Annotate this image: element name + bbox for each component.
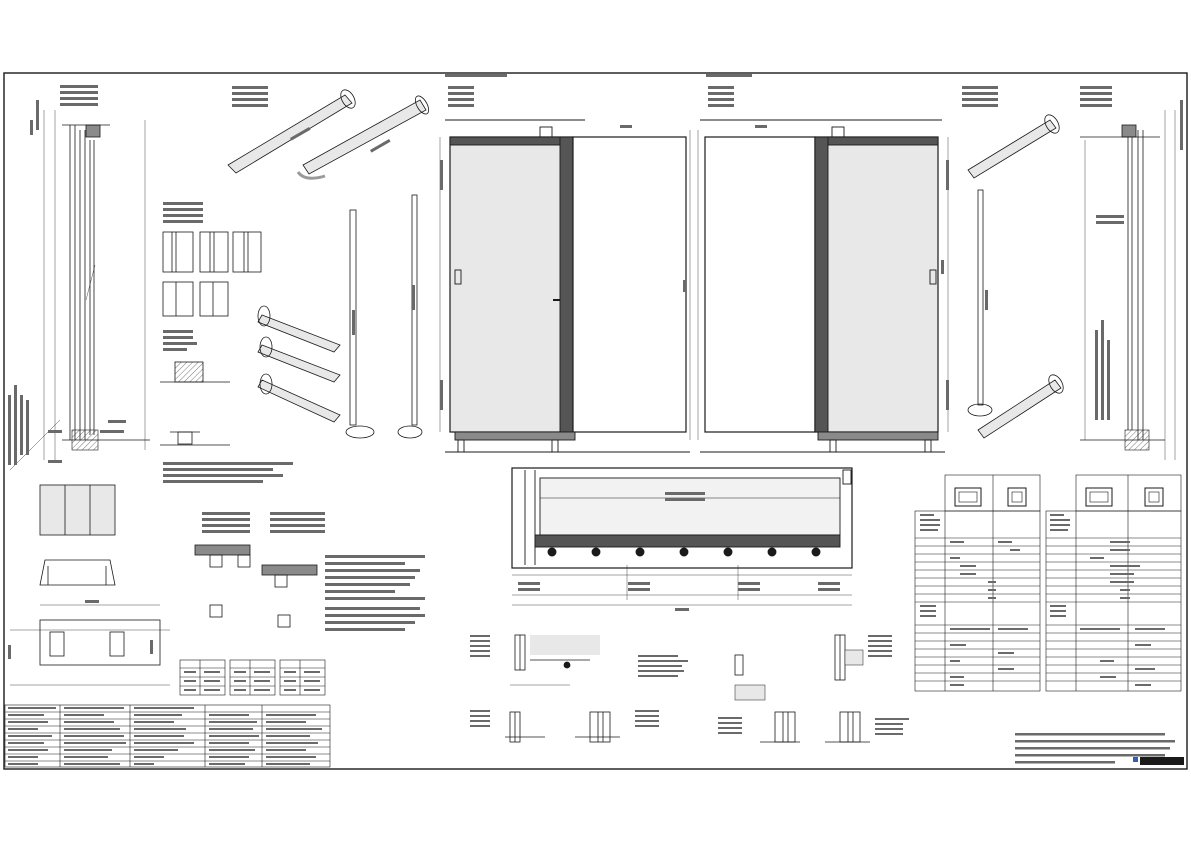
front-elevation-right — [697, 74, 949, 453]
parts-legend-table — [4, 704, 331, 768]
left-section-view — [8, 85, 150, 471]
right-section-view — [1080, 86, 1183, 460]
option-table-left — [914, 474, 1041, 692]
profile-details — [160, 202, 293, 483]
plan-view — [511, 467, 853, 611]
bottom-details — [470, 634, 909, 743]
title-block-notes — [1015, 733, 1184, 765]
legend-text-block — [60, 85, 98, 106]
handrail-detail-upper-right — [962, 86, 1064, 439]
cabin-mini-elevation — [8, 484, 170, 686]
handrail-detail-upper-left — [227, 86, 430, 180]
profile-section-details — [194, 512, 425, 631]
option-table-right — [1045, 474, 1182, 692]
handrail-iso-details — [257, 194, 423, 439]
small-dimension-tables — [179, 659, 326, 696]
front-elevation-left — [439, 74, 691, 453]
